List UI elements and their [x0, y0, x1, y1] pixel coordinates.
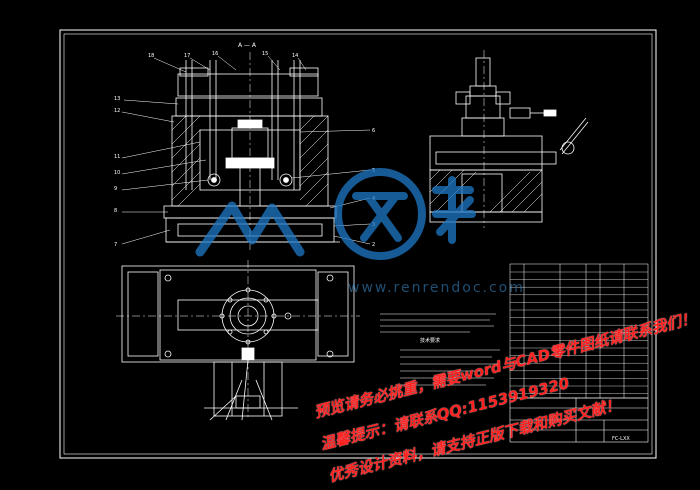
drawing-number: FC-LXX	[612, 436, 630, 442]
tech-notes	[380, 313, 500, 386]
front-leaders	[121, 55, 371, 245]
logo-ring-icon	[334, 168, 426, 260]
part-no: 15	[262, 51, 268, 57]
part-no: 10	[114, 170, 120, 176]
logo-person-icon	[195, 201, 305, 257]
front-part-numbers: 18 17 16 15 14 13 12 11 10 9 8 7 6 5 4 3…	[114, 42, 375, 248]
part-no: 14	[292, 53, 298, 59]
logo-wen-icon	[352, 192, 408, 242]
section-label: A — A	[238, 42, 257, 49]
part-no: 2	[372, 242, 375, 248]
part-no: 8	[114, 208, 117, 214]
part-no: 6	[372, 128, 375, 134]
part-no: 18	[148, 53, 154, 59]
part-no: 12	[114, 108, 120, 114]
outer-border	[59, 29, 657, 459]
part-no: 17	[184, 53, 190, 59]
plan-view	[116, 260, 360, 421]
inner-border	[63, 33, 653, 455]
part-no: 16	[212, 51, 218, 57]
parts-list	[509, 263, 649, 399]
part-no: 11	[114, 154, 120, 160]
part-no: 13	[114, 96, 120, 102]
watermark-site: www.renrendoc.com	[348, 280, 525, 296]
logo-ku-icon	[432, 176, 476, 244]
parts-rows	[510, 271, 648, 394]
part-no: 7	[114, 242, 117, 248]
front-view	[163, 52, 340, 250]
watermark-logo	[195, 168, 476, 260]
title-block	[509, 397, 649, 443]
tech-req-title: 技术要求	[420, 337, 440, 344]
part-no: 9	[114, 186, 117, 192]
